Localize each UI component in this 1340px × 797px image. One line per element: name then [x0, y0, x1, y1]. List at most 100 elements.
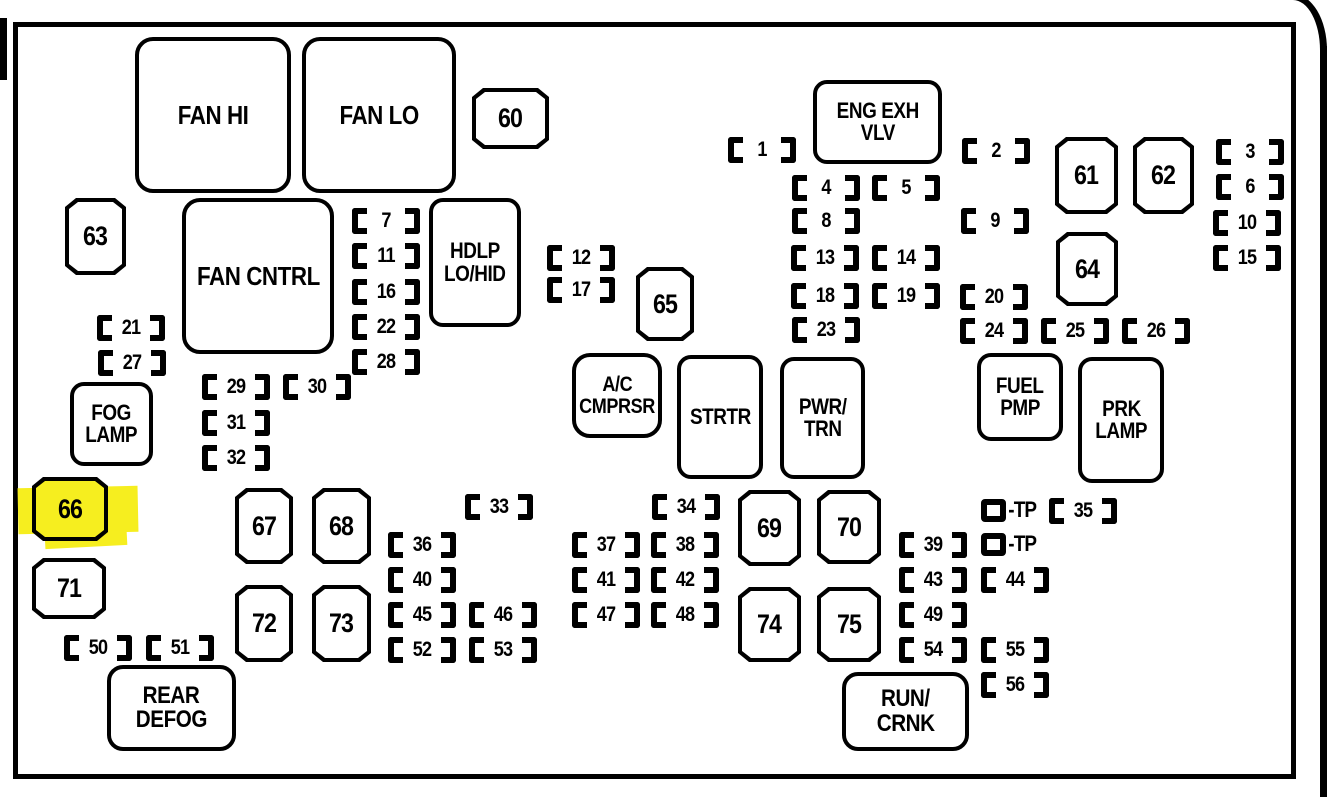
- fuse-22-number: 22: [376, 315, 396, 338]
- block-fog-lamp-label: FOG: [91, 399, 132, 425]
- fuse-42-number: 42: [675, 568, 695, 591]
- fuse-18-number: 18: [815, 284, 835, 307]
- fuse-30-number: 30: [307, 375, 327, 398]
- fuse-bracket-left-icon: [1041, 318, 1056, 344]
- relay-62: 62: [1133, 137, 1194, 214]
- fuse-4-number: 4: [821, 176, 831, 199]
- fuse-bracket-left-icon: [547, 245, 562, 271]
- relay-66: 66: [32, 477, 108, 541]
- relay-63-face: [69, 202, 122, 271]
- fuse-bracket-right-icon: [117, 635, 132, 661]
- fuse-bracket-right-icon: [522, 602, 537, 628]
- fuse-32-number: 32: [226, 446, 246, 469]
- relay-63-number: 63: [83, 221, 108, 251]
- fuse-11-number: 11: [377, 244, 395, 267]
- fuse-bracket-left-icon: [791, 245, 806, 271]
- fuse-bracket-right-icon: [845, 317, 860, 343]
- fuse-bracket-left-icon: [98, 350, 113, 376]
- fuse-bracket-left-icon: [651, 532, 666, 558]
- fuse-bracket-right-icon: [845, 175, 860, 201]
- fuse-21: 21: [97, 315, 165, 341]
- block-pwr-trn-label: TRN: [803, 416, 842, 441]
- block-ac-cmprsr-label: CMPRSR: [579, 394, 655, 418]
- fuse-bracket-right-icon: [600, 245, 615, 271]
- fuse-43-number: 43: [923, 568, 943, 591]
- fuse-bracket-left-icon: [872, 175, 887, 201]
- fuse-bracket-left-icon: [651, 602, 666, 628]
- relay-71-face: [36, 562, 102, 615]
- fuse-bracket-left-icon: [899, 637, 914, 663]
- fuse-bracket-left-icon: [1049, 498, 1064, 524]
- fuse-44-number: 44: [1005, 568, 1025, 591]
- fuse-bracket-right-icon: [522, 637, 537, 663]
- fuse-39-number: 39: [923, 533, 943, 556]
- fuse-bracket-right-icon: [1094, 318, 1109, 344]
- fuse-11: 11: [352, 243, 420, 269]
- fuse-bracket-right-icon: [952, 637, 967, 663]
- block-hdlp-lo-hid-label: HDLP: [450, 238, 500, 264]
- fuse-bracket-left-icon: [791, 283, 806, 309]
- fuse-12-number: 12: [571, 246, 591, 269]
- block-ac-cmprsr-label: A/C: [602, 373, 632, 397]
- test-point-square-icon: [981, 532, 1006, 556]
- relay-73: 73: [312, 585, 371, 662]
- fuse-49-number: 49: [923, 603, 943, 626]
- relay-62-number: 62: [1151, 160, 1176, 190]
- fuse-50: 50: [64, 635, 132, 661]
- fuse-13: 13: [791, 245, 859, 271]
- fuse-bracket-left-icon: [469, 637, 484, 663]
- fuse-bracket-left-icon: [981, 637, 996, 663]
- fuse-30: 30: [283, 374, 351, 400]
- relay-65: 65: [636, 267, 694, 341]
- fuse-21-number: 21: [121, 316, 141, 339]
- fuse-bracket-left-icon: [899, 532, 914, 558]
- relay-75-face: [821, 591, 877, 658]
- block-eng-exh-vlv-label: VLV: [860, 120, 895, 145]
- fuse-51: 51: [146, 635, 214, 661]
- fuse-48-number: 48: [675, 603, 695, 626]
- block-strtr-label: STRTR: [689, 403, 751, 429]
- fuse-bracket-right-icon: [405, 314, 420, 340]
- fuse-36-number: 36: [412, 533, 432, 556]
- fuse-bracket-right-icon: [405, 243, 420, 269]
- fuse-13-number: 13: [815, 246, 835, 269]
- fuse-bracket-left-icon: [352, 314, 367, 340]
- fuse-bracket-right-icon: [925, 175, 940, 201]
- fuse-bracket-left-icon: [981, 672, 996, 698]
- relay-61-number: 61: [1074, 160, 1099, 190]
- relay-66-face: [36, 481, 104, 537]
- fuse-bracket-left-icon: [792, 317, 807, 343]
- relay-69-face: [742, 494, 797, 562]
- relay-73-face: [316, 589, 367, 658]
- fuse-bracket-right-icon: [704, 532, 719, 558]
- fuse-25: 25: [1041, 318, 1109, 344]
- fuse-55-number: 55: [1005, 638, 1025, 661]
- fuse-49: 49: [899, 602, 967, 628]
- block-fog-lamp-label: LAMP: [85, 422, 138, 447]
- block-fan-lo-label: FAN LO: [339, 99, 419, 130]
- fuse-23: 23: [792, 317, 860, 343]
- relay-74-face: [742, 591, 797, 658]
- fuse-20: 20: [960, 284, 1028, 310]
- fuse-bracket-right-icon: [151, 350, 166, 376]
- fuse-bracket-right-icon: [1014, 208, 1029, 234]
- fuse-bracket-left-icon: [465, 494, 480, 520]
- block-fan-lo: FAN LO: [302, 37, 456, 193]
- fuse-18: 18: [791, 283, 859, 309]
- fuse-bracket-right-icon: [625, 532, 640, 558]
- left-edge-mark: [0, 18, 7, 80]
- fuse-6-number: 6: [1245, 175, 1255, 198]
- fuse-bracket-left-icon: [352, 349, 367, 375]
- fuse-50-number: 50: [88, 636, 108, 659]
- fuse-bracket-right-icon: [1013, 318, 1028, 344]
- fuse-10-number: 10: [1237, 211, 1257, 234]
- relay-60: 60: [472, 88, 549, 149]
- relay-74-number: 74: [757, 609, 782, 639]
- fuse-1: 1: [728, 137, 796, 163]
- fuse-bracket-left-icon: [728, 137, 743, 163]
- relay-68-number: 68: [329, 510, 354, 541]
- fuse-bracket-left-icon: [899, 567, 914, 593]
